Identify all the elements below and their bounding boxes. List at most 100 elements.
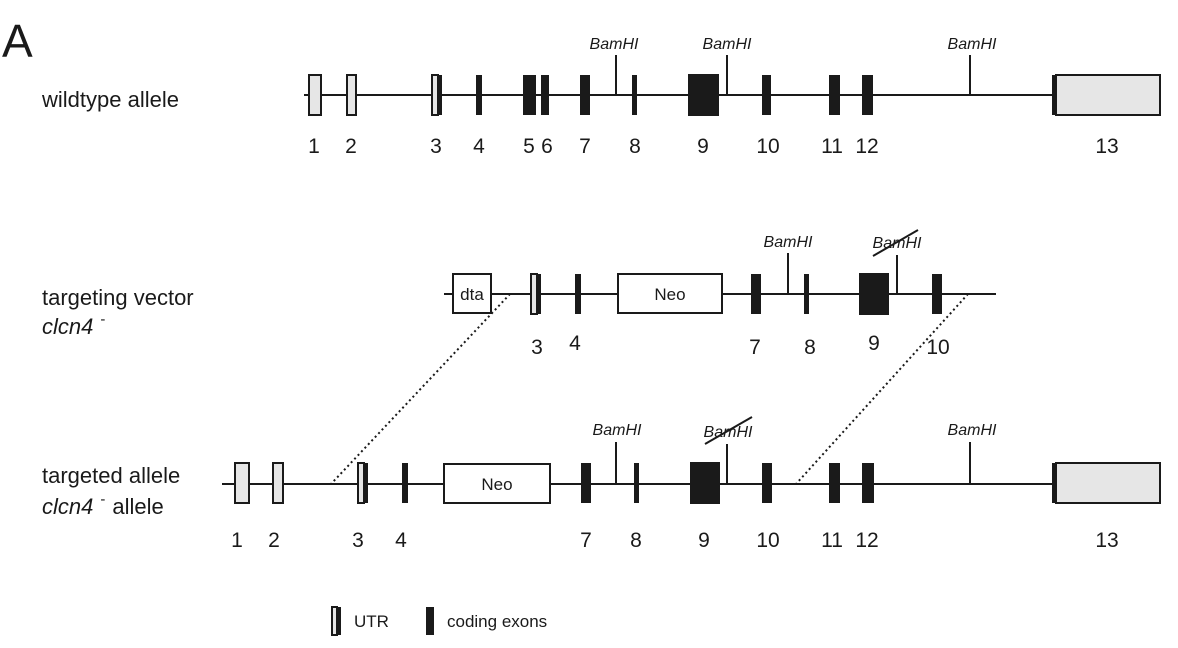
vector-neo-label: Neo [654, 285, 685, 304]
vector-exon-10 [932, 274, 942, 314]
vector-exon-number: 8 [804, 336, 816, 359]
wildtype-exon-8 [632, 75, 637, 115]
homology-line-left [330, 293, 511, 485]
targeted-row-label-line2: clcn4-allele [42, 491, 164, 519]
targeted-exon-12 [862, 463, 874, 503]
wildtype-exon-13-utr [1055, 74, 1161, 116]
vector-exon-number: 3 [531, 336, 543, 359]
vector-exon-number: 7 [749, 336, 761, 359]
wildtype-exon-7 [580, 75, 590, 115]
targeted-row-label-line1: targeted allele [42, 463, 180, 488]
targeted-exon-10 [762, 463, 772, 503]
wildtype-exon-9 [688, 74, 719, 116]
targeted-neo-label: Neo [481, 475, 512, 494]
wildtype-bamhi-label-1: BamHI [590, 36, 639, 53]
targeted-label-suffix: allele [112, 494, 163, 519]
wildtype-exon-number: 5 [523, 135, 535, 158]
wildtype-exon-12 [862, 75, 873, 115]
targeted-exon-9 [690, 462, 720, 504]
dta-label: dta [460, 285, 484, 304]
targeted-exon-11 [829, 463, 840, 503]
panel-label: A [2, 15, 33, 67]
legend: UTR coding exons [331, 606, 547, 636]
vector-bamhi-label-1: BamHI [764, 234, 813, 251]
legend-coding-swatch [426, 607, 434, 635]
legend-coding-label: coding exons [447, 612, 547, 631]
wildtype-exon-number: 8 [629, 135, 641, 158]
wildtype-exon-2 [346, 74, 357, 116]
vector-gene-superscript: - [100, 311, 105, 328]
wildtype-bamhi-label-3: BamHI [948, 36, 997, 53]
vector-row-label-line2: clcn4- [42, 311, 105, 339]
wildtype-exon-5 [523, 75, 536, 115]
targeted-exon-number: 10 [756, 529, 779, 552]
targeted-gene-superscript: - [100, 491, 105, 508]
wildtype-exon-number: 4 [473, 135, 485, 158]
wildtype-exon-number: 7 [579, 135, 591, 158]
targeting-vector: targeting vector clcn4- dta Neo BamHI Ba… [42, 229, 996, 359]
vector-bamhi-label-2-destroyed: BamHI [873, 235, 922, 252]
targeted-exon-3-coding [364, 463, 368, 503]
targeted-bamhi-strikethrough [704, 416, 753, 445]
wildtype-bamhi-label-2: BamHI [703, 36, 752, 53]
wildtype-exon-number: 1 [308, 135, 320, 158]
wildtype-exon-number: 3 [430, 135, 442, 158]
targeted-exon-3-utr [357, 462, 365, 504]
targeted-bamhi-label-3: BamHI [948, 422, 997, 439]
vector-exon-8 [804, 274, 809, 314]
legend-utr-swatch-utr [331, 606, 338, 636]
wildtype-exon-13-coding [1052, 75, 1057, 115]
targeted-exon-13-coding [1052, 463, 1057, 503]
targeted-exon-number: 3 [352, 529, 364, 552]
targeted-exon-2 [272, 462, 284, 504]
wildtype-exon-number: 9 [697, 135, 709, 158]
targeted-exon-13-utr [1055, 462, 1161, 504]
targeted-exon-number: 4 [395, 529, 407, 552]
vector-gene-name: clcn4 [42, 314, 93, 339]
wildtype-exon-number: 11 [821, 135, 843, 158]
vector-exon-4 [575, 274, 581, 314]
vector-exon-9 [859, 273, 889, 315]
targeted-bamhi-label-1: BamHI [593, 422, 642, 439]
targeted-gene-name: clcn4 [42, 494, 93, 519]
legend-utr-swatch-coding [337, 607, 341, 635]
vector-exon-number: 4 [569, 332, 581, 355]
wildtype-exon-6 [541, 75, 549, 115]
wildtype-exon-number: 2 [345, 135, 357, 158]
targeted-exon-number: 13 [1095, 529, 1118, 552]
legend-utr-label: UTR [354, 612, 389, 631]
targeted-exon-number: 9 [698, 529, 710, 552]
dta-box [452, 273, 492, 314]
targeted-exon-8 [634, 463, 639, 503]
homology-line-right [795, 293, 969, 485]
wildtype-exon-3-coding [438, 75, 442, 115]
vector-exon-3-utr [530, 273, 538, 315]
wildtype-exon-1 [308, 74, 322, 116]
wildtype-exon-10 [762, 75, 771, 115]
wildtype-exon-11 [829, 75, 840, 115]
targeted-exon-number: 2 [268, 529, 280, 552]
vector-exon-number: 9 [868, 332, 880, 355]
wildtype-allele: wildtype allele BamHI BamHI BamHI 1 2 3 … [41, 36, 1161, 158]
targeted-exon-number: 8 [630, 529, 642, 552]
targeted-allele: targeted allele clcn4-allele Neo BamHI B… [42, 416, 1161, 552]
targeted-bamhi-label-2-destroyed: BamHI [704, 424, 753, 441]
targeted-exon-number: 1 [231, 529, 243, 552]
vector-neo-box [617, 273, 723, 314]
targeted-neo-box [443, 463, 551, 504]
wildtype-exon-4 [476, 75, 482, 115]
targeted-exon-1 [234, 462, 250, 504]
wildtype-exon-number: 12 [855, 135, 878, 158]
wildtype-row-label: wildtype allele [41, 87, 179, 112]
targeted-exon-7 [581, 463, 591, 503]
vector-bamhi-strikethrough [872, 229, 919, 257]
targeted-exon-number: 11 [821, 529, 843, 552]
vector-exon-3-coding [537, 274, 541, 314]
vector-row-label-line1: targeting vector [42, 285, 194, 310]
targeted-exon-4 [402, 463, 408, 503]
targeted-exon-number: 7 [580, 529, 592, 552]
wildtype-exon-number: 13 [1095, 135, 1118, 158]
wildtype-exon-number: 6 [541, 135, 553, 158]
targeted-exon-number: 12 [855, 529, 878, 552]
